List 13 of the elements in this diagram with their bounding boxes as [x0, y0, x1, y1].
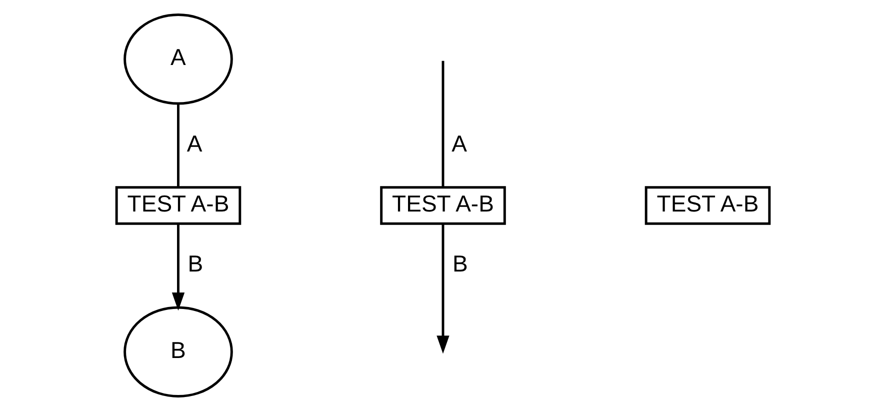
node-ellipse: B	[124, 306, 233, 398]
arrow	[436, 224, 450, 354]
node-box: TEST A-B	[380, 186, 506, 225]
edge-label: A	[452, 130, 468, 157]
node-ellipse: A	[124, 14, 233, 105]
edge-label: B	[452, 250, 468, 277]
edge-label: B	[188, 250, 204, 277]
connector	[177, 104, 180, 188]
connector	[442, 60, 444, 188]
arrow	[172, 224, 185, 311]
node-box: TEST A-B	[115, 186, 242, 225]
edge-label: A	[186, 130, 202, 157]
node-box: TEST A-B	[644, 186, 771, 225]
